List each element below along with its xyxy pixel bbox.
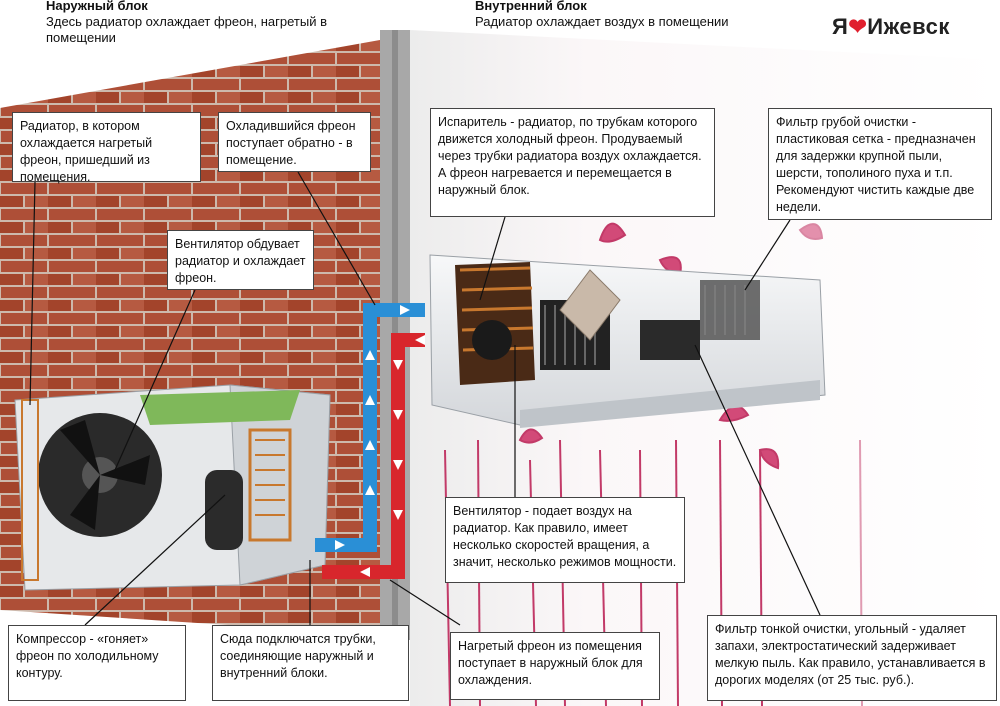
indoor-heading-title: Внутренний блок: [475, 0, 587, 13]
callout-compressor: Компрессор - «гоняет» фреон по холодильн…: [8, 625, 186, 701]
callout-fan-outdoor: Вентилятор обдувает радиатор и охлаждает…: [167, 230, 314, 290]
callout-fan-indoor: Вентилятор - подает воздух на радиатор. …: [445, 497, 685, 583]
callout-evaporator: Испаритель - радиатор, по трубкам которо…: [430, 108, 715, 217]
callout-pipes: Сюда подключатся трубки, соединяющие нар…: [212, 625, 409, 701]
callout-coarse-filter: Фильтр грубой очистки - пластиковая сетк…: [768, 108, 992, 220]
callout-heated-freon: Нагретый фреон из помещения поступает в …: [450, 632, 660, 700]
callout-cooled-freon: Охладившийся фреон поступает обратно - в…: [218, 112, 371, 172]
heart-icon: ❤: [848, 14, 868, 39]
refrigerant-pipes: [315, 303, 425, 579]
coarse-filter-mesh: [700, 280, 760, 340]
compressor: [205, 470, 243, 550]
indoor-unit: [429, 254, 826, 428]
outdoor-heading-subtitle: Здесь радиатор охлаждает фреон, нагретый…: [46, 14, 328, 45]
indoor-heading: Внутренний блок Радиатор охлаждает возду…: [475, 0, 765, 30]
brand-name: Ижевск: [867, 14, 950, 39]
callout-radiator: Радиатор, в котором охлаждается нагретый…: [12, 112, 201, 184]
brand-logo: Я❤Ижевск: [832, 14, 950, 40]
brand-prefix: Я: [832, 14, 849, 39]
outdoor-unit: [14, 384, 331, 591]
outdoor-heading: Наружный блок Здесь радиатор охлаждает ф…: [46, 0, 376, 46]
outdoor-heading-title: Наружный блок: [46, 0, 148, 13]
leader-lines: [29, 171, 821, 626]
indoor-heading-subtitle: Радиатор охлаждает воздух в помещении: [475, 14, 729, 29]
callout-fine-filter: Фильтр тонкой очистки, угольный - удаляе…: [707, 615, 997, 701]
